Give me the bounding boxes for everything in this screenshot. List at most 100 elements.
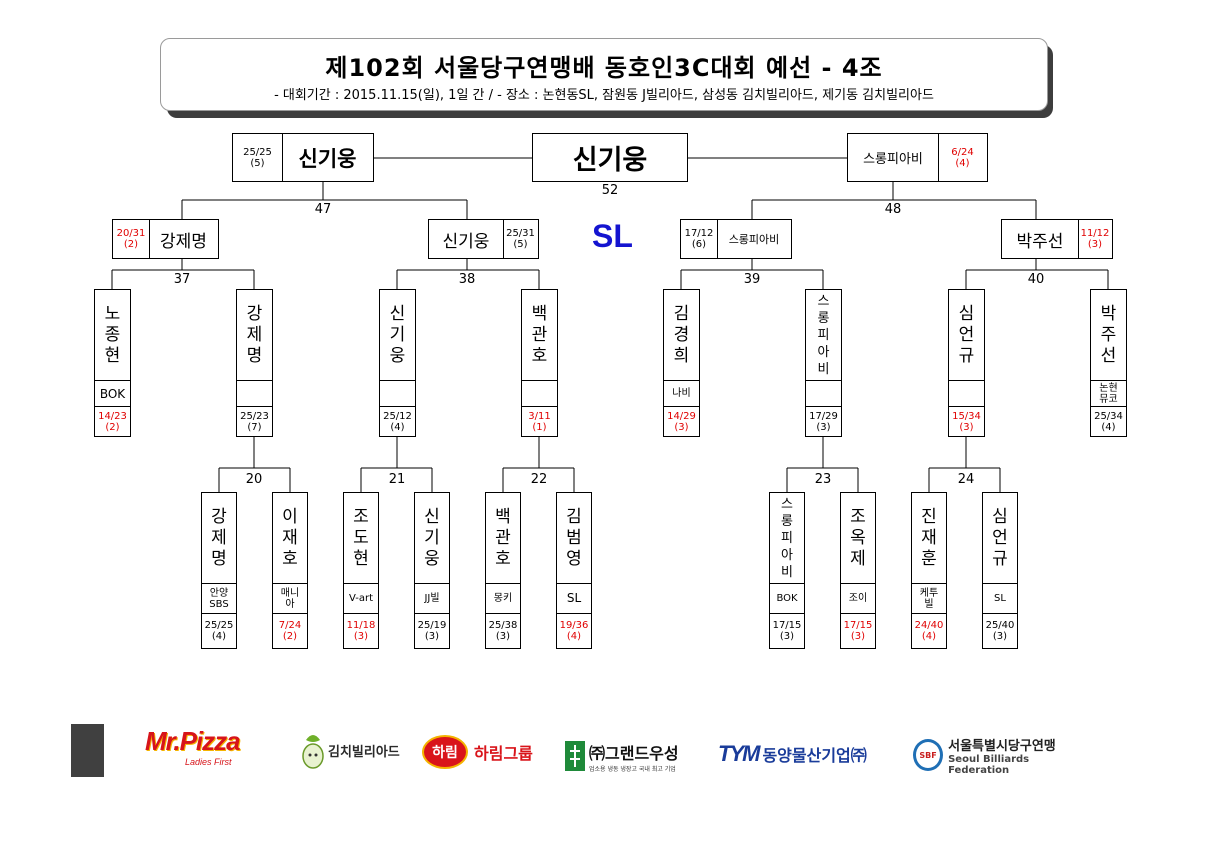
player-affiliation: V-art [344,584,378,614]
player-name: 심 언 규 [983,493,1017,584]
player-name: 조 도 현 [344,493,378,584]
player-name: 이 재 호 [273,493,307,584]
player-score: 15/34 (3) [952,410,981,433]
player-name: 스 롱 피 아 비 [806,290,841,381]
player-name: 조 옥 제 [841,493,875,584]
venue-label: SL [592,218,633,254]
quarter-2-score: 25/31 (5) [506,228,535,250]
match-number-38: 38 [458,272,476,287]
player-score: 3/11 (1) [528,410,551,433]
player-name: 신 기 웅 [380,290,415,381]
player-box: 강 제 명 안양 SBS 25/25 (4) [201,492,237,649]
grand-woosung-emblem-icon [565,741,585,771]
kimchi-billiards-logo: 김치빌리아드 [300,728,410,772]
semi-right-box: 스롱피아비 6/24 (4) [847,133,988,182]
player-affiliation: BOK [770,584,804,614]
player-affiliation: SL [557,584,591,614]
semi-left-name: 신기웅 [298,146,357,171]
match-number-final: 52 [601,183,619,198]
semi-right-name: 스롱피아비 [848,134,939,181]
player-box: 이 재 호 매니 아 7/24 (2) [272,492,308,649]
player-box: 노 종 현 BOK 14/23 (2) [94,289,131,437]
player-affiliation: JJ빌 [415,584,449,614]
player-box: 신 기 웅 25/12 (4) [379,289,416,437]
player-score: 25/34 (4) [1094,410,1123,433]
player-box: 스 롱 피 아 비 17/29 (3) [805,289,842,437]
player-name: 백 관 호 [522,290,557,381]
player-score: 25/40 (3) [985,620,1015,642]
player-name: 신 기 웅 [415,493,449,584]
player-affiliation: 조이 [841,584,875,614]
player-score: 17/15 (3) [843,620,873,642]
player-box: 백 관 호 3/11 (1) [521,289,558,437]
quarter-2-name: 신기웅 [429,220,504,258]
quarter-1-score: 20/31 (2) [113,220,150,258]
player-affiliation [237,381,272,407]
player-affiliation [522,381,557,407]
harim-logo: 하림 하림그룹 [422,732,547,772]
player-affiliation [806,381,841,407]
player-name: 노 종 현 [95,290,130,381]
quarter-1-name: 강제명 [160,231,207,252]
player-box: 박 주 선 논현 뮤코 25/34 (4) [1090,289,1127,437]
player-affiliation [949,381,984,407]
match-number-47: 47 [314,202,332,217]
player-name: 강 제 명 [237,290,272,381]
grand-woosung-wordmark: ㈜그랜드우성 [589,743,679,763]
player-score: 7/24 (2) [278,620,302,642]
quarter-4-box: 박주선 11/12 (3) [1001,219,1113,259]
dongyang-wordmark: 동양물산기업㈜ [762,746,867,765]
player-name: 김 범 영 [557,493,591,584]
player-score: 11/18 (3) [346,620,376,642]
player-name: 강 제 명 [202,493,236,584]
quarter-3-name: 스롱피아비 [728,233,780,246]
quarter-1-box: 20/31 (2) 강제명 [112,219,219,259]
player-name: 진 재 훈 [912,493,946,584]
player-score: 17/15 (3) [772,620,802,642]
player-score: 14/23 (2) [98,410,127,433]
kimchi-billiards-wordmark: 김치빌리아드 [328,744,400,760]
page-title: 제102회 서울당구연맹배 동호인3C대회 예선 - 4조 [325,54,883,82]
quarter-3-box: 17/12 (6) 스롱피아비 [680,219,792,259]
player-score: 17/29 (3) [809,410,838,433]
player-name: 김 경 희 [664,290,699,381]
quarter-2-box: 신기웅 25/31 (5) [428,219,539,259]
player-box: 김 경 희 나비 14/29 (3) [663,289,700,437]
player-affiliation: 논현 뮤코 [1091,381,1126,407]
match-number-23: 23 [814,472,832,487]
tym-mark: TYM [718,741,760,766]
player-score: 25/12 (4) [383,410,412,433]
mr-pizza-logo: Mr.Pizza Ladies First [145,726,285,774]
quarter-4-name: 박주선 [1002,220,1079,258]
player-score: 14/29 (3) [667,410,696,433]
semi-left-box: 25/25 (5) 신기웅 [232,133,374,182]
player-affiliation: SL [983,584,1017,614]
semi-left-score: 25/25 (5) [233,134,283,181]
player-score: 25/23 (7) [240,410,269,433]
player-box: 김 범 영 SL 19/36 (4) [556,492,592,649]
player-box: 강 제 명 25/23 (7) [236,289,273,437]
match-number-37: 37 [173,272,191,287]
player-box: 조 옥 제 조이 17/15 (3) [840,492,876,649]
player-box: 스 롱 피 아 비 BOK 17/15 (3) [769,492,805,649]
player-score: 19/36 (4) [559,620,589,642]
sbf-korean-name: 서울특별시당구연맹 [948,738,1056,754]
player-box: 신 기 웅 JJ빌 25/19 (3) [414,492,450,649]
harim-wordmark: 하림그룹 [474,744,533,763]
match-number-20: 20 [245,472,263,487]
quarter-4-score: 11/12 (3) [1080,228,1110,250]
player-box: 심 언 규 15/34 (3) [948,289,985,437]
player-affiliation [380,381,415,407]
player-box: 백 관 호 몽키 25/38 (3) [485,492,521,649]
grand-woosung-logo: ㈜그랜드우성 업소용 냉동 냉장고 국내 최고 기업 [565,738,705,774]
match-number-24: 24 [957,472,975,487]
sbf-english-name: Seoul Billiards Federation [948,753,1030,776]
kimchi-cabbage-icon [302,735,324,769]
player-score: 25/19 (3) [417,620,447,642]
player-box: 조 도 현 V-art 11/18 (3) [343,492,379,649]
semi-right-score: 6/24 (4) [951,146,974,169]
player-affiliation: 안양 SBS [202,584,236,614]
player-name: 박 주 선 [1091,290,1126,381]
grand-woosung-tagline: 업소용 냉동 냉장고 국내 최고 기업 [589,765,676,773]
